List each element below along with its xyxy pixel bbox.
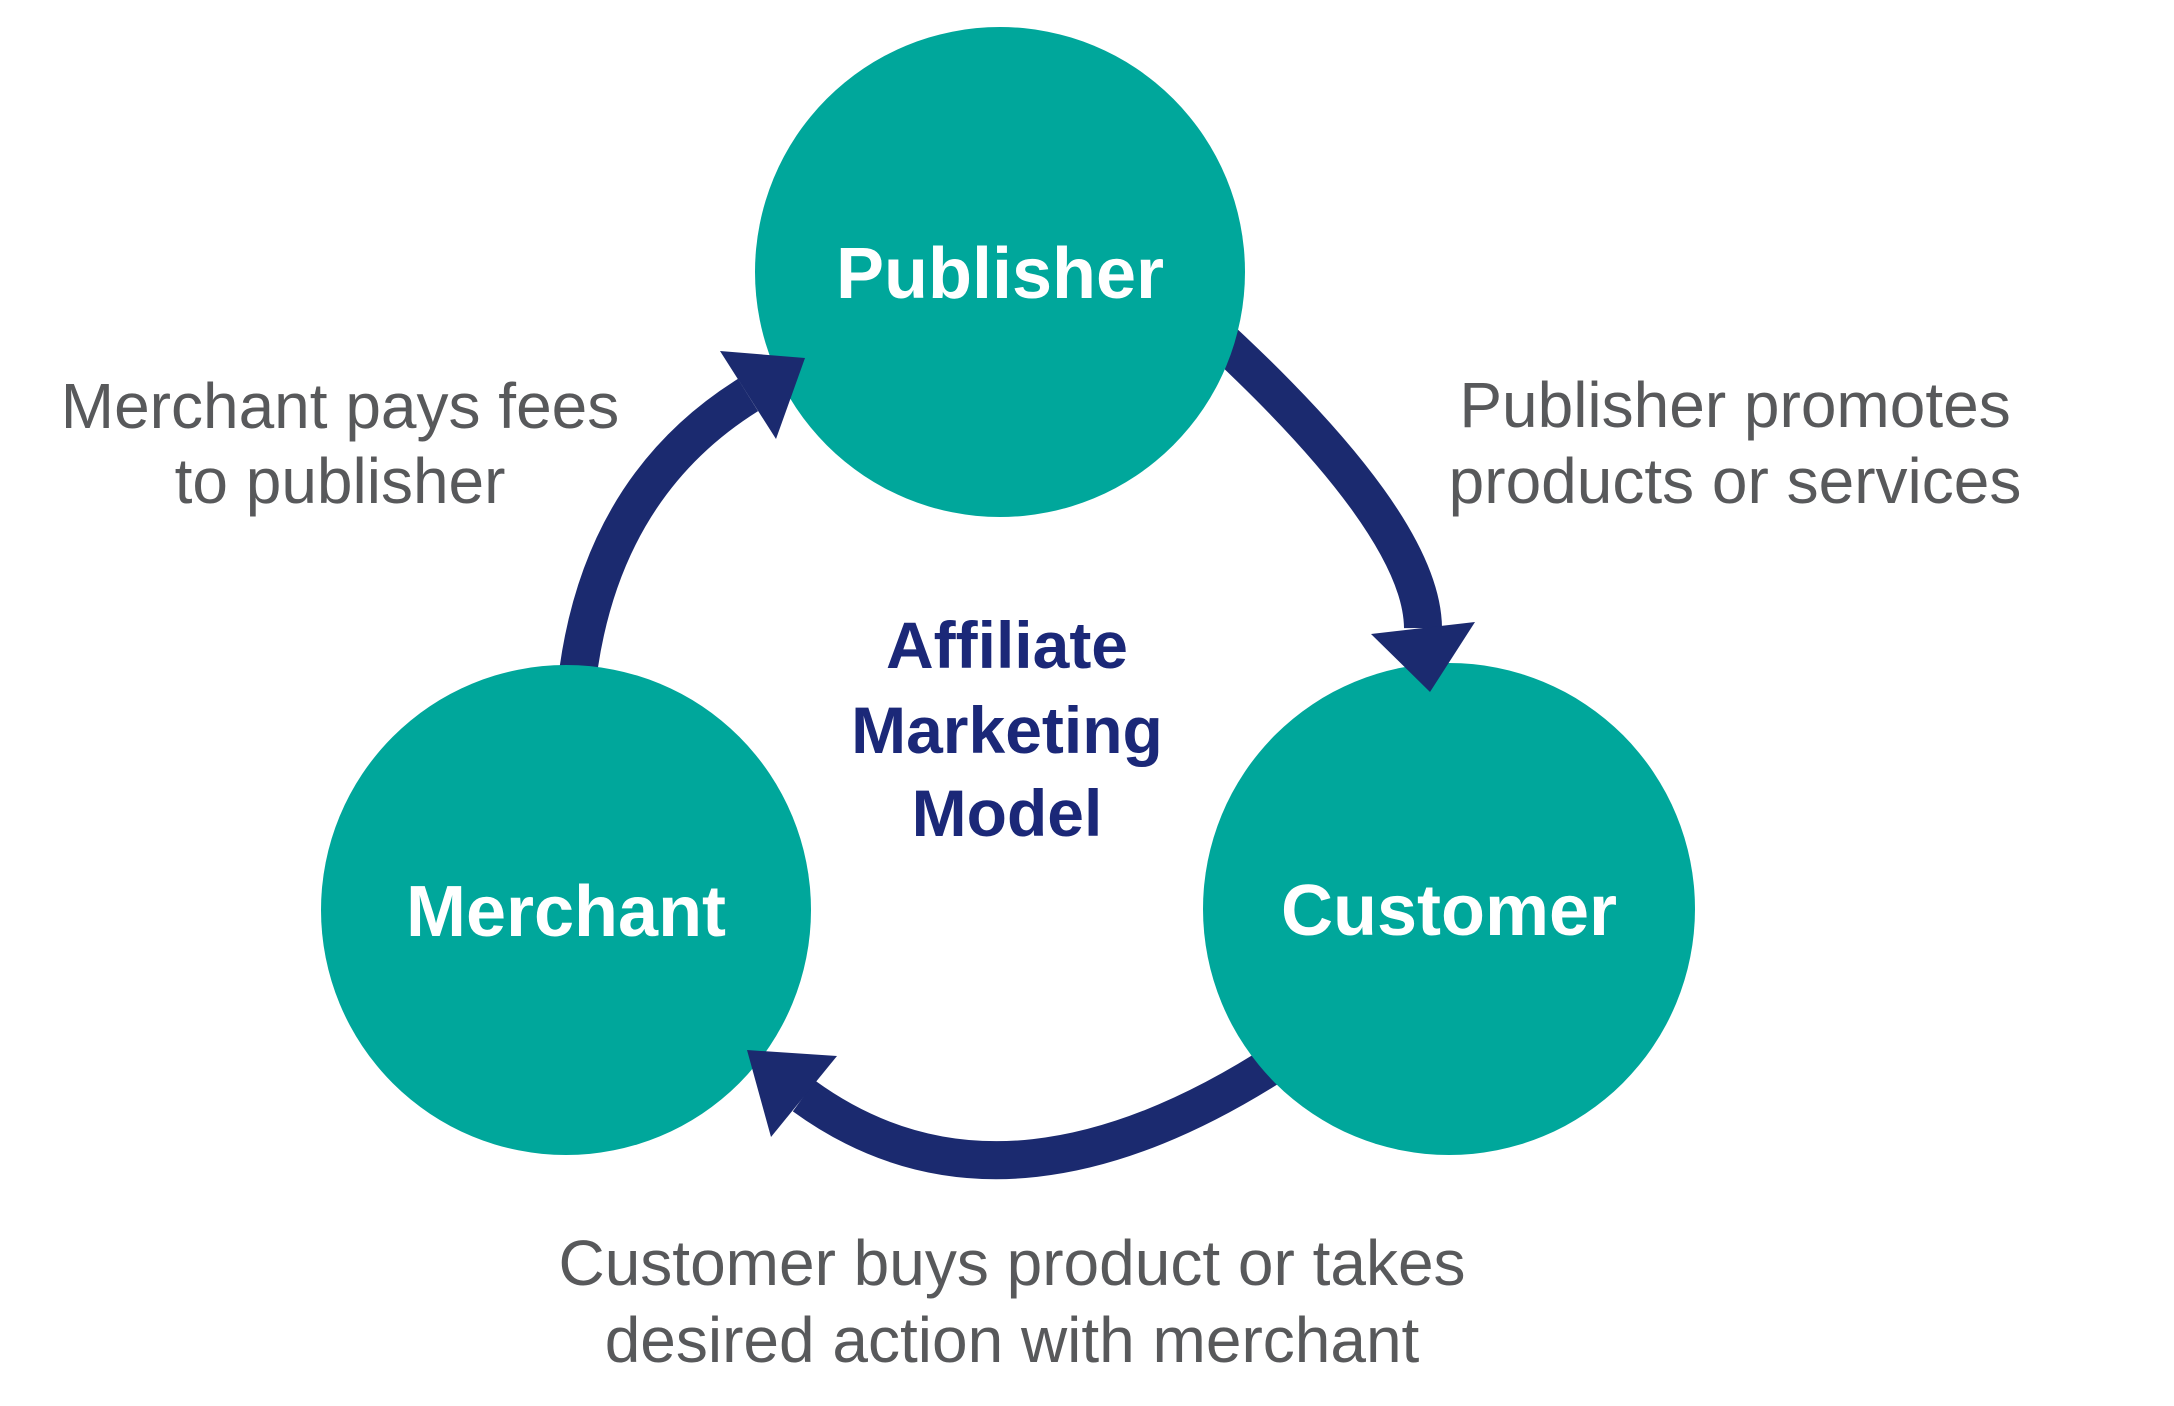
annotation-merchant-pays-fees: Merchant pays fees to publisher [61,370,620,517]
publisher-node [755,27,1245,517]
arrow-customer-to-merchant-shaft [792,1024,1321,1180]
cycle-arrowheads [720,351,1475,1137]
cycle-arrow-shafts [556,310,1442,1180]
diagram-title-line2: Marketing [851,693,1163,767]
diagram-title-line3: Model [912,776,1103,850]
publisher-node-label: Publisher [836,234,1164,314]
merchant-node-label: Merchant [406,872,726,952]
node-labels: Publisher Merchant Customer [406,234,1617,952]
annotation-publisher-promotes: Publisher promotes products or services [1449,369,2022,517]
arrow-publisher-to-customer-shaft [1192,310,1442,629]
annotation-publisher-promotes-line1: Publisher promotes [1459,369,2010,441]
arrow-merchant-to-publisher-shaft [556,378,759,702]
annotation-publisher-promotes-line2: products or services [1449,445,2022,517]
annotation-customer-buys-line1: Customer buys product or takes [558,1227,1465,1299]
annotation-merchant-pays-fees-line2: to publisher [175,445,506,517]
annotation-merchant-pays-fees-line1: Merchant pays fees [61,370,620,442]
arrowhead-merchant-to-publisher-icon [720,351,805,439]
customer-node [1203,663,1695,1155]
arrowhead-publisher-to-customer-icon [1371,622,1475,692]
diagram-title: Affiliate Marketing Model [851,608,1163,850]
arrowhead-customer-to-merchant-icon [747,1050,837,1137]
merchant-node [321,665,811,1155]
diagram-title-line1: Affiliate [886,608,1128,682]
annotation-customer-buys-line2: desired action with merchant [605,1304,1420,1376]
customer-node-label: Customer [1281,871,1617,951]
nodes [321,27,1695,1155]
annotation-customer-buys: Customer buys product or takes desired a… [558,1227,1465,1376]
